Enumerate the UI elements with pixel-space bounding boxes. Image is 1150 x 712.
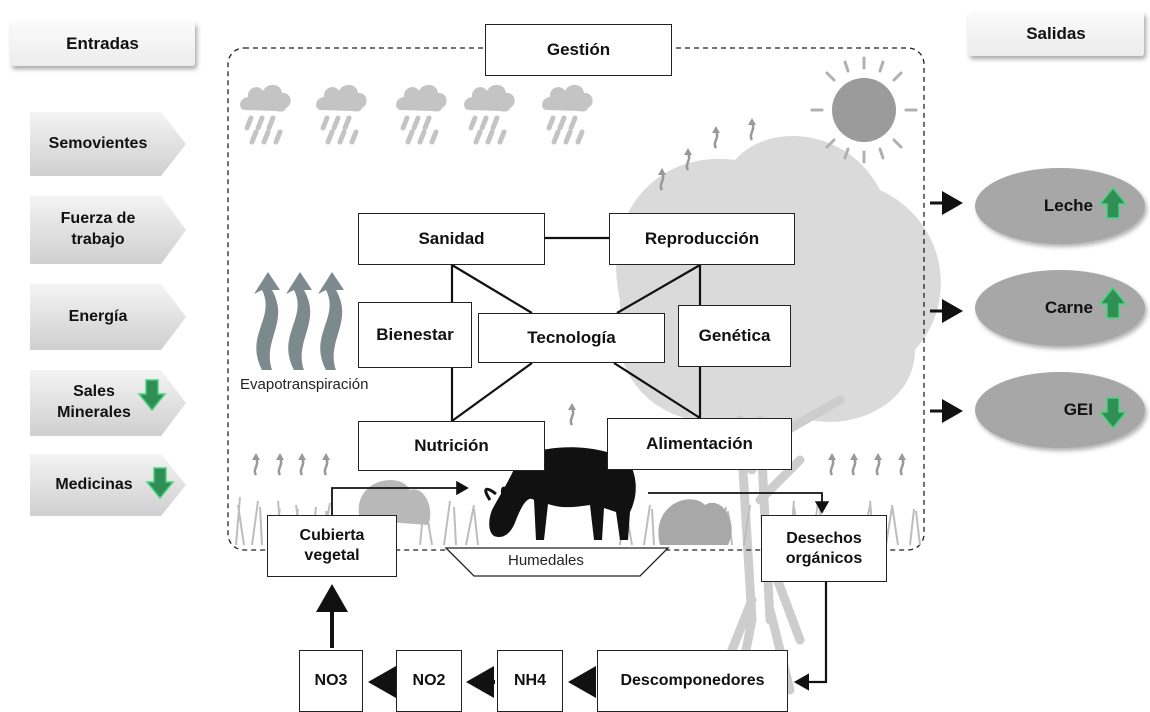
node-label: Tecnología <box>527 327 615 348</box>
node-tecnologia: Tecnología <box>478 313 665 363</box>
input-fuerza-de-trabajo: Fuerza de trabajo <box>30 196 186 264</box>
management-title-text: Gestión <box>547 39 610 60</box>
evapotranspiracion-label: Evapotranspiración <box>240 376 368 393</box>
inputs-title: Entradas <box>10 22 195 66</box>
node-no3: NO3 <box>299 650 363 712</box>
output-label: Carne <box>1013 270 1093 346</box>
humedales-label: Humedales <box>508 552 584 569</box>
management-title: Gestión <box>485 24 672 76</box>
input-energia: Energía <box>30 284 186 350</box>
output-gei: GEI <box>975 372 1145 448</box>
node-label: Reproducción <box>645 228 759 249</box>
output-carne: Carne <box>975 270 1145 346</box>
node-reproduccion: Reproducción <box>609 213 795 265</box>
node-descomponedores: Descomponedores <box>597 650 788 712</box>
node-no2: NO2 <box>396 650 462 712</box>
node-label: Genética <box>699 325 771 346</box>
sun-icon <box>812 58 916 162</box>
outputs-title-text: Salidas <box>1026 24 1086 44</box>
input-label: Sales Minerales <box>44 382 144 424</box>
node-label: Nutrición <box>414 435 489 456</box>
node-label: NO2 <box>413 671 446 691</box>
bush-right <box>658 499 731 545</box>
outputs-title: Salidas <box>968 12 1144 56</box>
node-label: Sanidad <box>418 228 484 249</box>
node-label: Descomponedores <box>620 671 764 691</box>
input-label: Medicinas <box>44 475 144 496</box>
node-label: Desechos orgánicos <box>774 529 874 569</box>
rain-clouds <box>240 85 593 142</box>
node-bienestar: Bienestar <box>358 302 472 368</box>
input-label: Semovientes <box>44 134 152 155</box>
node-label: NO3 <box>315 671 348 691</box>
output-leche: Leche <box>975 168 1145 244</box>
inputs-title-text: Entradas <box>66 34 139 54</box>
evapotranspiration-arrows <box>254 272 344 370</box>
node-desechos-organicos: Desechos orgánicos <box>761 515 887 582</box>
node-label: Alimentación <box>646 433 753 454</box>
output-label: GEI <box>1013 372 1093 448</box>
input-label: Fuerza de trabajo <box>44 209 152 251</box>
node-label: NH4 <box>514 671 546 691</box>
node-nutricion: Nutrición <box>358 421 545 471</box>
input-label: Energía <box>44 307 152 328</box>
node-genetica: Genética <box>678 305 791 367</box>
output-label: Leche <box>1013 168 1093 244</box>
input-medicinas: Medicinas <box>30 454 186 516</box>
node-label: Bienestar <box>376 324 453 345</box>
node-sanidad: Sanidad <box>358 213 545 265</box>
node-label: Cubierta vegetal <box>287 526 377 566</box>
node-alimentacion: Alimentación <box>607 418 792 470</box>
node-cubierta-vegetal: Cubierta vegetal <box>267 515 397 577</box>
input-sales-minerales: Sales Minerales <box>30 370 186 436</box>
node-nh4: NH4 <box>497 650 563 712</box>
input-semovientes: Semovientes <box>30 112 186 176</box>
